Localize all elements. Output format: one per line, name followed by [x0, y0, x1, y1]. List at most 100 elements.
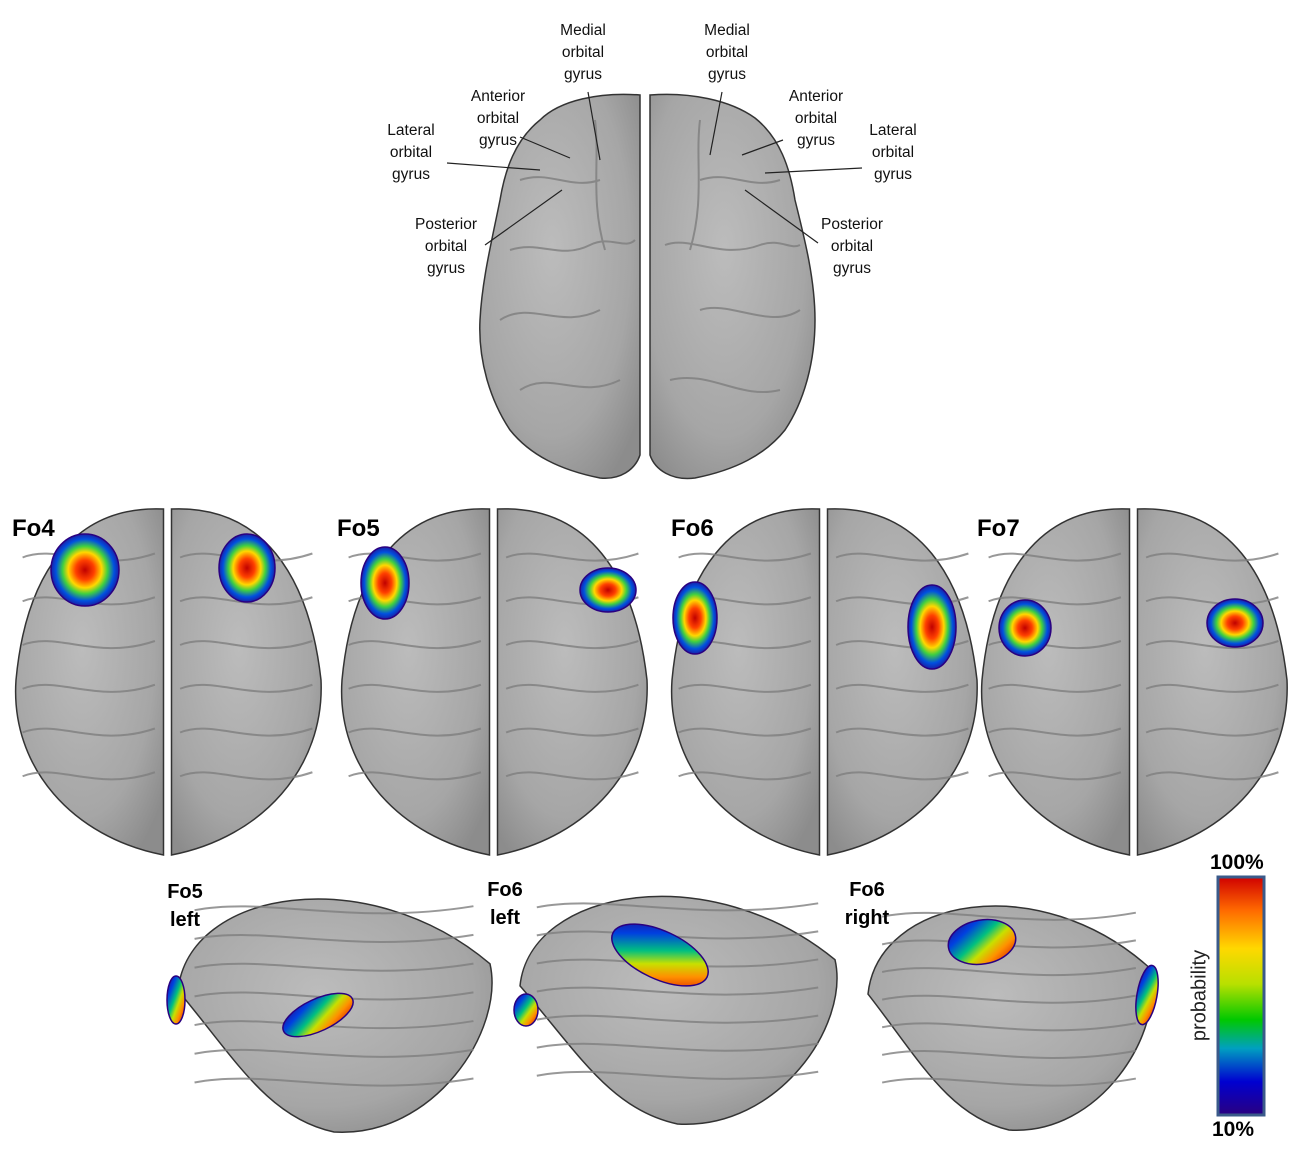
ventral-left-sulcus: [348, 683, 482, 693]
ventral-right-sulcus: [179, 683, 313, 693]
ventral-brain-4: [980, 508, 1288, 856]
ventral-right-hemisphere: [170, 508, 322, 856]
ventral-left-sulcus: [348, 552, 482, 562]
label-fo5-left: Fo5 left: [167, 881, 203, 931]
probability-blob: [282, 992, 354, 1038]
colorbar-min-label: 10%: [1212, 1118, 1255, 1141]
ventral-left-sulcus: [678, 683, 812, 693]
ventral-left-hemisphere: [980, 508, 1131, 856]
ventral-brain-1: [14, 508, 322, 856]
lateral-brain-1: [166, 898, 493, 1133]
ventral-right-sulcus: [1145, 727, 1279, 737]
top-right-hemisphere: [649, 93, 816, 480]
lateral-sulcus: [536, 902, 819, 912]
probability-blob: [513, 993, 539, 1027]
label-fo5: Fo5: [337, 515, 380, 542]
colorbar-gradient: [1216, 875, 1266, 1117]
lateral-sulcus: [536, 986, 819, 996]
label-medial-orbital-left: Medial orbital gyrus: [560, 22, 606, 83]
ventral-right-sulcus: [1145, 771, 1279, 781]
ventral-left-sulcus: [988, 596, 1122, 606]
lateral-maps-row: [166, 895, 1159, 1133]
colorbar: [1216, 875, 1266, 1117]
top-brain-ventral-view: [446, 91, 863, 480]
ventral-right-sulcus: [835, 771, 969, 781]
probability-blob-left: [360, 546, 410, 620]
ventral-left-sulcus: [678, 727, 812, 737]
lateral-sulcus: [881, 1022, 1137, 1032]
label-posterior-orbital-left: Posterior orbital gyrus: [414, 216, 478, 277]
ventral-left-sulcus: [678, 771, 812, 781]
lateral-sulcus: [536, 1014, 819, 1024]
ventral-left-sulcus: [678, 552, 812, 562]
ventral-right-sulcus: [179, 727, 313, 737]
probability-blob-right: [579, 567, 637, 613]
lateral-sulcus: [194, 933, 474, 943]
ventral-left-sulcus: [22, 683, 156, 693]
ventral-left-sulcus: [348, 727, 482, 737]
lateral-sulcus: [881, 967, 1137, 977]
probability-blob-left: [50, 533, 120, 607]
ventral-left-sulcus: [988, 683, 1122, 693]
probability-blob: [947, 918, 1017, 966]
label-posterior-orbital-right: Posterior orbital gyrus: [820, 216, 884, 277]
label-medial-orbital-right: Medial orbital gyrus: [704, 22, 750, 83]
ventral-left-hemisphere: [670, 508, 821, 856]
ventral-right-sulcus: [1145, 596, 1279, 606]
ventral-right-sulcus: [505, 683, 639, 693]
ventral-right-sulcus: [835, 727, 969, 737]
ventral-left-sulcus: [348, 771, 482, 781]
ventral-right-sulcus: [1145, 640, 1279, 650]
ventral-right-sulcus: [505, 727, 639, 737]
lateral-sulcus: [536, 1070, 819, 1080]
ventral-left-sulcus: [22, 727, 156, 737]
ventral-left-hemisphere: [340, 508, 491, 856]
label-fo6-right: Fo6 right: [844, 879, 890, 929]
lateral-sulcus: [881, 994, 1137, 1004]
ventral-right-sulcus: [835, 683, 969, 693]
ventral-left-sulcus: [22, 640, 156, 650]
probability-blob-left: [672, 581, 718, 655]
ventral-right-sulcus: [179, 596, 313, 606]
ventral-brain-2: [340, 508, 648, 856]
lateral-sulcus: [194, 991, 474, 1001]
ventral-left-sulcus: [988, 552, 1122, 562]
label-fo6: Fo6: [671, 515, 714, 542]
colorbar-title: probability: [1188, 949, 1211, 1042]
label-lateral-orbital-left: Lateral orbital gyrus: [387, 122, 435, 183]
ventral-right-sulcus: [505, 771, 639, 781]
ventral-right-sulcus: [1145, 552, 1279, 562]
ventral-left-sulcus: [348, 640, 482, 650]
label-fo6-left: Fo6 left: [487, 879, 523, 929]
ventral-right-sulcus: [835, 552, 969, 562]
lateral-sulcus: [194, 905, 474, 915]
ventral-right-sulcus: [179, 771, 313, 781]
lateral-brain-3: [867, 905, 1159, 1131]
label-lateral-orbital-right: Lateral orbital gyrus: [869, 122, 917, 183]
probability-blob: [1135, 964, 1159, 1026]
ventral-right-sulcus: [179, 640, 313, 650]
ventral-right-sulcus: [505, 552, 639, 562]
ventral-maps-row: [14, 508, 1288, 856]
probability-blob: [611, 923, 709, 987]
probability-blob-right: [218, 533, 276, 603]
ventral-right-sulcus: [505, 640, 639, 650]
ventral-brain-3: [670, 508, 978, 856]
top-pointer-lines: [446, 91, 863, 246]
colorbar-max-label: 100%: [1210, 851, 1264, 874]
probability-blob-left: [998, 599, 1052, 657]
lateral-sulcus: [194, 1077, 474, 1087]
ventral-right-hemisphere: [1136, 508, 1288, 856]
ventral-right-hemisphere: [826, 508, 978, 856]
lateral-sulcus: [536, 1042, 819, 1052]
label-anterior-orbital-left: Anterior orbital gyrus: [470, 88, 526, 149]
label-anterior-orbital-right: Anterior orbital gyrus: [788, 88, 844, 149]
ventral-left-sulcus: [22, 771, 156, 781]
label-fo4: Fo4: [12, 515, 55, 542]
ventral-right-hemisphere: [496, 508, 648, 856]
top-left-hemisphere: [479, 93, 641, 479]
ventral-left-sulcus: [988, 727, 1122, 737]
lateral-hemisphere: [519, 895, 838, 1125]
lateral-sulcus: [194, 962, 474, 972]
